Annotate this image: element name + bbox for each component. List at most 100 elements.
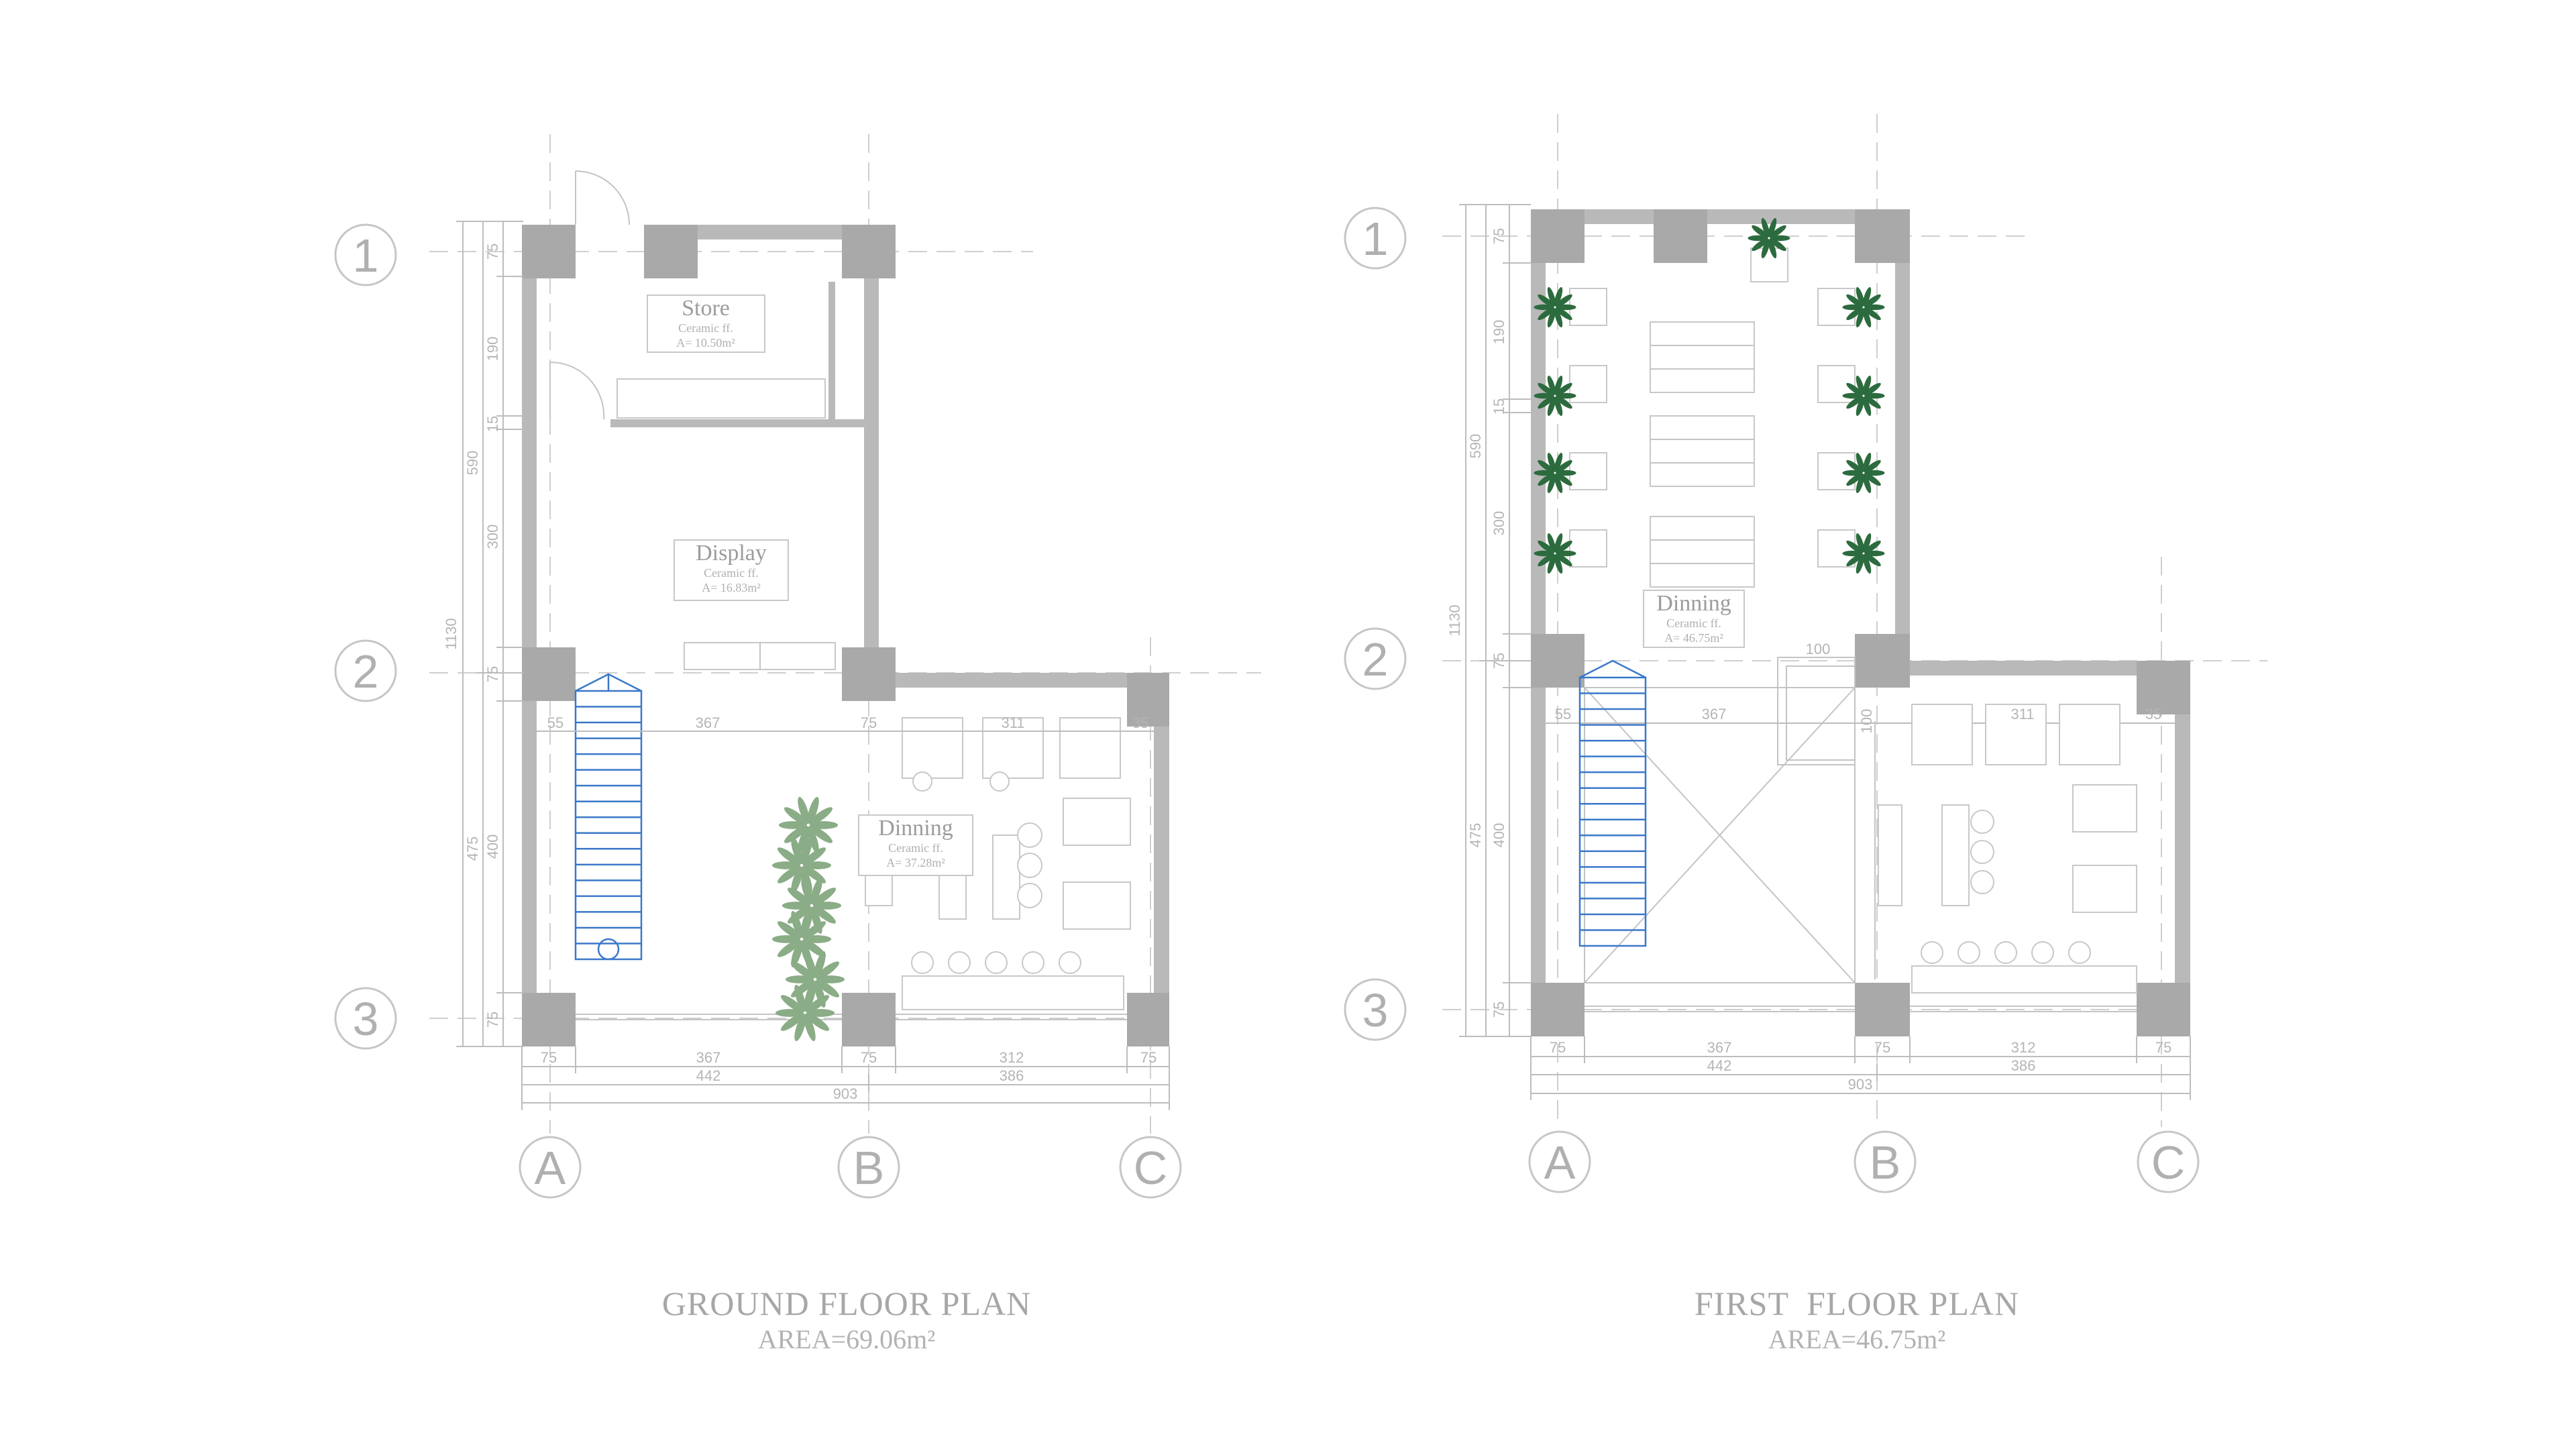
ff-dim-590: 590 [1467,434,1484,459]
ff-grid-bubble-b: B [1854,1130,1917,1193]
first-staircase[interactable] [1578,659,1647,947]
ff-dim-75-mid: 75 [1491,653,1507,669]
ground-bottom-dimensions: 75 367 75 312 75 442 386 903 [521,1046,1170,1110]
plant-icon [771,910,832,968]
first-plants [1534,217,1885,574]
gf-b2-442: 442 [696,1067,721,1084]
ground-dining-name: Dinning [878,816,953,841]
gf-grid-bubble-1: 1 [334,223,397,286]
store-area: A= 10.50m² [676,336,735,349]
ff-inner-55: 55 [1555,706,1571,722]
first-void [1584,657,1856,983]
gf-b3-903: 903 [833,1085,858,1102]
svg-text:1: 1 [1362,213,1389,265]
gf-b1-75b: 75 [861,1049,877,1066]
gf-grid-bubble-a: A [519,1136,582,1199]
ff-grid-bubble-2: 2 [1344,627,1407,690]
room-label-store: Store Ceramic ff. A= 10.50m² [647,294,765,353]
room-label-first-dining: Dinning Ceramic ff. A= 46.75m² [1643,590,1745,648]
ff-inner-35: 35 [2145,706,2161,722]
first-dining-finish: Ceramic ff. [1666,616,1721,630]
ff-b1-75c: 75 [2155,1039,2171,1056]
first-inner-dimensions: 55 367 100 100 311 35 [1555,641,2161,733]
ff-grid-bubble-1: 1 [1344,207,1407,270]
gf-grid-bubble-2: 2 [334,639,397,702]
svg-text:A: A [1544,1136,1576,1189]
first-columns [1531,209,2190,1036]
gf-dim-1130: 1130 [443,618,460,649]
svg-text:C: C [1134,1142,1168,1194]
gf-dim-590: 590 [464,451,481,476]
display-area: A= 16.83m² [702,581,761,594]
ff-b3-903: 903 [1848,1076,1873,1093]
gf-inner-35: 35 [1132,714,1148,731]
gf-dim-400: 400 [484,835,501,859]
ground-furniture [616,378,1131,1010]
plant-icon [1842,452,1885,494]
gf-b2-386: 386 [1000,1067,1024,1084]
gf-dim-75-bot: 75 [484,1012,501,1028]
room-label-display: Display Ceramic ff. A= 16.83m² [674,539,789,601]
svg-text:C: C [2151,1136,2186,1189]
ground-inner-dimensions: 55 367 75 311 35 [537,714,1154,732]
ff-dim-475: 475 [1467,823,1484,848]
plant-icon [1534,286,1576,328]
ground-plants [771,796,845,1042]
ff-b1-75a: 75 [1550,1039,1566,1056]
gf-inner-311: 311 [1001,714,1024,731]
plant-icon [1748,217,1790,259]
svg-text:2: 2 [353,645,379,698]
gf-b1-367: 367 [696,1049,721,1066]
ff-inner-100a: 100 [1806,641,1831,657]
ff-b1-75b: 75 [1874,1039,1890,1056]
plant-icon [778,796,839,854]
ground-floor-area: AREA=69.06m² [758,1324,936,1354]
gf-dim-75-mid: 75 [484,666,501,682]
ff-dim-75-bot: 75 [1491,1002,1507,1018]
plant-icon [1842,375,1885,417]
ground-left-dimensions: 1130 590 475 75 190 15 300 75 400 75 [443,221,523,1047]
first-dining-name: Dinning [1656,591,1731,616]
ff-b2-386: 386 [2011,1057,2036,1074]
gf-b1-312: 312 [1000,1049,1024,1066]
plant-icon [1534,375,1576,417]
ff-grid-bubble-c: C [2137,1130,2200,1193]
ground-columns [522,225,1169,1046]
gf-inner-367: 367 [696,714,720,731]
gf-dim-475: 475 [464,837,481,861]
gf-dim-15: 15 [484,416,501,432]
display-finish: Ceramic ff. [704,566,759,580]
ff-dim-15: 15 [1491,398,1507,415]
ground-dining-area: A= 37.28m² [886,856,945,869]
first-left-dimensions: 1130 590 475 75 190 15 300 75 400 75 [1446,204,1531,1037]
store-name: Store [682,296,730,321]
plant-icon [1842,533,1885,574]
display-name: Display [696,541,767,566]
gf-dim-190: 190 [484,337,501,362]
svg-text:1: 1 [353,229,379,282]
ff-b2-442: 442 [1707,1057,1732,1074]
svg-text:B: B [853,1142,885,1194]
gf-inner-75: 75 [861,714,877,731]
ff-inner-367: 367 [1702,706,1727,722]
ground-grid-lines [429,134,1261,1134]
gf-dim-75-top: 75 [484,244,501,260]
plant-icon [1842,286,1885,328]
ff-dim-75-top: 75 [1491,228,1507,244]
ff-dim-400: 400 [1491,823,1507,848]
gf-grid-bubble-b: B [837,1136,900,1199]
ground-doors [549,170,630,420]
ff-grid-bubble-a: A [1528,1130,1591,1193]
first-dining-area: A= 46.75m² [1664,631,1723,645]
ground-staircase[interactable] [574,673,643,961]
svg-text:3: 3 [1362,984,1389,1036]
gf-b1-75c: 75 [1140,1049,1157,1066]
svg-text:B: B [1870,1136,1901,1189]
ground-grid-bubbles: 1 2 3 A B C [334,223,1182,1199]
first-floor-plan: Dinning Ceramic ff. A= 46.75m² 1130 590 … [1344,114,2267,1354]
ff-dim-190: 190 [1491,320,1507,345]
svg-text:A: A [535,1142,566,1194]
ground-floor-title: GROUND FLOOR PLAN [662,1285,1031,1322]
